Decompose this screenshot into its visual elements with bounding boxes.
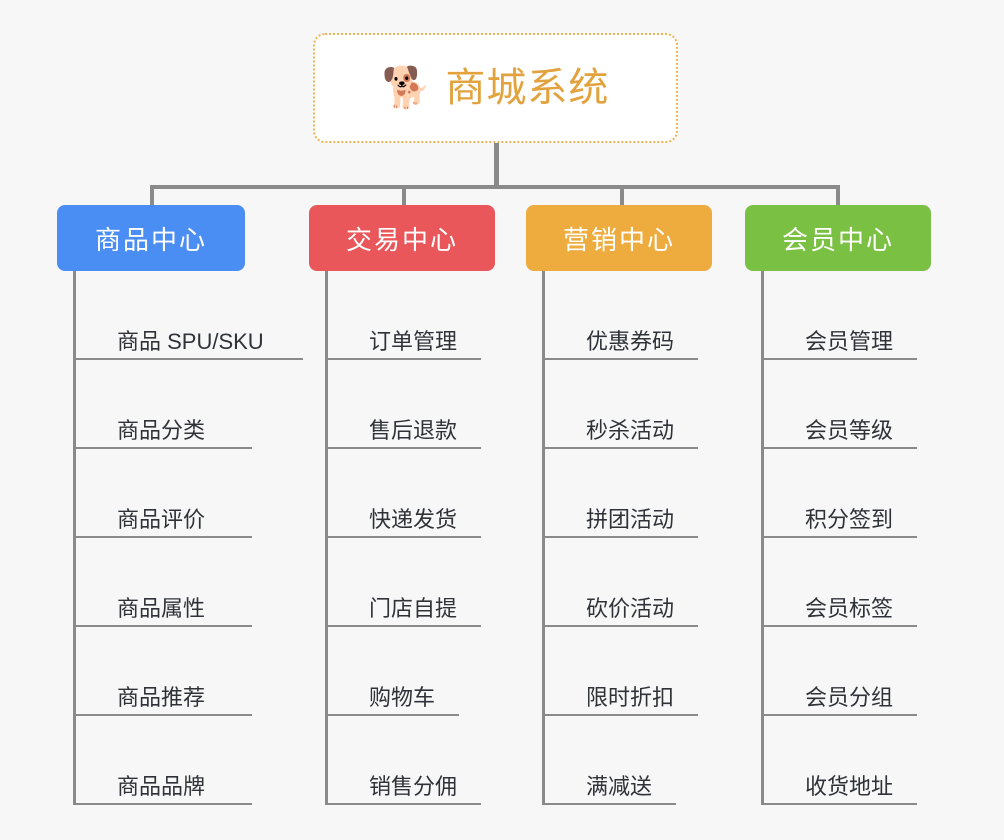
category-column-4: 会员中心 会员管理 会员等级 积分签到 会员标签 会员分组 收货地址 bbox=[745, 205, 971, 805]
leaf-label: 商品品牌 bbox=[117, 773, 206, 799]
connector-drop-3 bbox=[620, 185, 624, 210]
leaf-label: 秒杀活动 bbox=[586, 417, 675, 443]
category-header-2[interactable]: 交易中心 bbox=[309, 205, 495, 271]
list-item[interactable]: 门店自提 bbox=[328, 538, 535, 627]
leaf-label: 售后退款 bbox=[369, 417, 458, 443]
list-item[interactable]: 快递发货 bbox=[328, 449, 535, 538]
leaf-label: 商品属性 bbox=[117, 595, 206, 621]
category-header-label: 交易中心 bbox=[345, 224, 458, 255]
connector-drop-2 bbox=[402, 185, 406, 210]
category-header-label: 商品中心 bbox=[94, 224, 207, 255]
list-item[interactable]: 会员等级 bbox=[764, 360, 971, 449]
category-header-label: 营销中心 bbox=[562, 224, 675, 255]
list-item[interactable]: 秒杀活动 bbox=[545, 360, 752, 449]
list-item[interactable]: 砍价活动 bbox=[545, 538, 752, 627]
leaf-list-2: 订单管理 售后退款 快递发货 门店自提 购物车 销售分佣 bbox=[325, 271, 535, 805]
connector-root-stem bbox=[494, 143, 499, 188]
list-item[interactable]: 销售分佣 bbox=[328, 716, 535, 805]
list-item[interactable]: 会员分组 bbox=[764, 627, 971, 716]
leaf-label: 拼团活动 bbox=[586, 506, 675, 532]
leaf-list-3: 优惠券码 秒杀活动 拼团活动 砍价活动 限时折扣 满减送 bbox=[542, 271, 752, 805]
list-item[interactable]: 商品分类 bbox=[76, 360, 283, 449]
leaf-label: 购物车 bbox=[369, 684, 436, 710]
list-item[interactable]: 商品 SPU/SKU bbox=[76, 271, 303, 360]
root-title: 商城系统 bbox=[445, 66, 610, 110]
list-item[interactable]: 商品推荐 bbox=[76, 627, 283, 716]
category-header-label: 会员中心 bbox=[781, 224, 894, 255]
leaf-label: 满减送 bbox=[586, 773, 653, 799]
leaf-list-4: 会员管理 会员等级 积分签到 会员标签 会员分组 收货地址 bbox=[761, 271, 971, 805]
list-item[interactable]: 优惠券码 bbox=[545, 271, 752, 360]
list-item[interactable]: 商品属性 bbox=[76, 538, 283, 627]
leaf-label: 收货地址 bbox=[805, 773, 894, 799]
leaf-label: 会员标签 bbox=[805, 595, 894, 621]
list-item[interactable]: 积分签到 bbox=[764, 449, 971, 538]
list-item[interactable]: 拼团活动 bbox=[545, 449, 752, 538]
category-header-1[interactable]: 商品中心 bbox=[57, 205, 245, 271]
leaf-label: 砍价活动 bbox=[586, 595, 675, 621]
leaf-label: 商品推荐 bbox=[117, 684, 206, 710]
list-item[interactable]: 会员标签 bbox=[764, 538, 971, 627]
leaf-label: 商品 SPU/SKU bbox=[117, 328, 264, 354]
category-column-1: 商品中心 商品 SPU/SKU 商品分类 商品评价 商品属性 商品推荐 商品品牌 bbox=[57, 205, 303, 805]
leaf-label: 商品分类 bbox=[117, 417, 206, 443]
root-node[interactable]: 🐕 商城系统 bbox=[313, 33, 678, 143]
leaf-label: 优惠券码 bbox=[586, 328, 675, 354]
connector-horizontal-bus bbox=[150, 185, 840, 189]
connector-drop-4 bbox=[836, 185, 840, 210]
leaf-label: 销售分佣 bbox=[369, 773, 458, 799]
list-item[interactable]: 订单管理 bbox=[328, 271, 535, 360]
list-item[interactable]: 满减送 bbox=[545, 716, 752, 805]
list-item[interactable]: 售后退款 bbox=[328, 360, 535, 449]
leaf-label: 订单管理 bbox=[369, 328, 458, 354]
leaf-label: 会员管理 bbox=[805, 328, 894, 354]
leaf-label: 商品评价 bbox=[117, 506, 206, 532]
list-item[interactable]: 商品品牌 bbox=[76, 716, 283, 805]
list-item[interactable]: 商品评价 bbox=[76, 449, 283, 538]
leaf-label: 门店自提 bbox=[369, 595, 458, 621]
list-item[interactable]: 会员管理 bbox=[764, 271, 971, 360]
shiba-dog-face-icon: 🐕 bbox=[381, 66, 432, 110]
leaf-label: 限时折扣 bbox=[586, 684, 675, 710]
leaf-list-1: 商品 SPU/SKU 商品分类 商品评价 商品属性 商品推荐 商品品牌 bbox=[73, 271, 303, 805]
leaf-label: 会员分组 bbox=[805, 684, 894, 710]
category-column-3: 营销中心 优惠券码 秒杀活动 拼团活动 砍价活动 限时折扣 满减送 bbox=[526, 205, 752, 805]
list-item[interactable]: 收货地址 bbox=[764, 716, 971, 805]
leaf-label: 会员等级 bbox=[805, 417, 894, 443]
leaf-label: 积分签到 bbox=[805, 506, 894, 532]
category-header-4[interactable]: 会员中心 bbox=[745, 205, 931, 271]
list-item[interactable]: 限时折扣 bbox=[545, 627, 752, 716]
list-item[interactable]: 购物车 bbox=[328, 627, 535, 716]
leaf-label: 快递发货 bbox=[369, 506, 458, 532]
category-column-2: 交易中心 订单管理 售后退款 快递发货 门店自提 购物车 销售分佣 bbox=[309, 205, 535, 805]
category-header-3[interactable]: 营销中心 bbox=[526, 205, 712, 271]
connector-drop-1 bbox=[150, 185, 154, 210]
